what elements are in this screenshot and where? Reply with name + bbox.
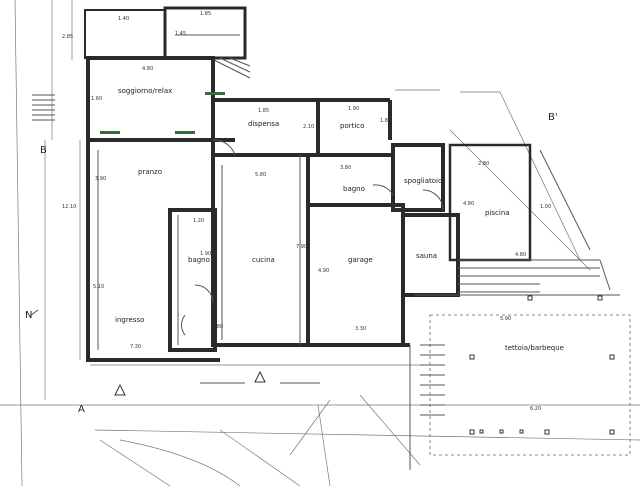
dim-label: 2.85: [62, 34, 73, 40]
label-portico: portico: [340, 122, 364, 130]
room-labels: soggiorno/relax pranzo dispensa portico …: [115, 87, 564, 352]
door-swings: [181, 139, 444, 336]
dim-label: 3.80: [340, 165, 351, 171]
dim-label: 4.80: [142, 66, 153, 72]
label-bagno-small: bagno: [188, 256, 210, 264]
label-dispensa: dispensa: [248, 120, 279, 128]
dimension-labels: 1.40 1.85 4.80 1.85 2.10 1.90 1.80 3.80 …: [62, 11, 551, 412]
dim-label: 2.10: [303, 124, 314, 130]
dim-label: 3.90: [95, 176, 106, 182]
dim-label: 1.80: [212, 324, 223, 330]
label-sauna: sauna: [416, 252, 437, 260]
dim-label: 1.20: [193, 218, 204, 224]
dim-label: 5.10: [93, 284, 104, 290]
dim-label: 1.90: [348, 106, 359, 112]
section-b-right: B': [548, 112, 558, 123]
dim-label: 5.80: [255, 172, 266, 178]
label-bagno-main: bagno: [343, 185, 365, 193]
inner-lines: [97, 149, 620, 470]
dim-label: 7.90: [296, 244, 307, 250]
dim-label: 1.45: [175, 31, 186, 37]
dim-label: 1.90: [200, 251, 211, 257]
label-pranzo: pranzo: [138, 168, 162, 176]
dim-label: 4.80: [515, 252, 526, 258]
dim-label: 1.80: [380, 118, 391, 124]
entrance-arrows: [114, 370, 320, 396]
dim-label: 12.10: [62, 204, 76, 210]
label-garage: garage: [348, 256, 373, 264]
tettoia-stairs: [420, 344, 445, 416]
label-tettoia: tettoia/barbeque: [505, 344, 564, 352]
label-cucina: cucina: [252, 256, 275, 264]
north-marker: N: [25, 310, 32, 321]
dim-label: 5.90: [500, 316, 511, 322]
dim-label: 2.80: [478, 161, 489, 167]
section-a: A: [78, 404, 85, 415]
dim-label: 3.30: [355, 326, 366, 332]
dim-label: 4.90: [318, 268, 329, 274]
label-ingresso: ingresso: [115, 316, 144, 324]
dim-label: 1.00: [540, 204, 551, 210]
tettoia-area: [429, 295, 631, 456]
dim-label: 1.85: [258, 108, 269, 114]
dim-label: 1.85: [200, 11, 211, 17]
windows: [100, 92, 225, 134]
dim-label: 1.60: [91, 96, 102, 102]
dim-label: 1.40: [118, 16, 129, 22]
label-spogliatoio: spogliatoio: [404, 177, 442, 185]
label-piscina: piscina: [485, 209, 510, 217]
section-markers: B B' A N: [25, 112, 558, 415]
left-stairs: [32, 94, 55, 121]
dim-label: 6.20: [530, 406, 541, 412]
top-annex: [84, 6, 251, 79]
dim-label: 4.80: [463, 201, 474, 207]
label-soggiorno: soggiorno/relax: [118, 87, 172, 95]
dim-label: 7.30: [130, 344, 141, 350]
section-b-left: B: [40, 145, 47, 156]
main-walls: [86, 56, 532, 362]
